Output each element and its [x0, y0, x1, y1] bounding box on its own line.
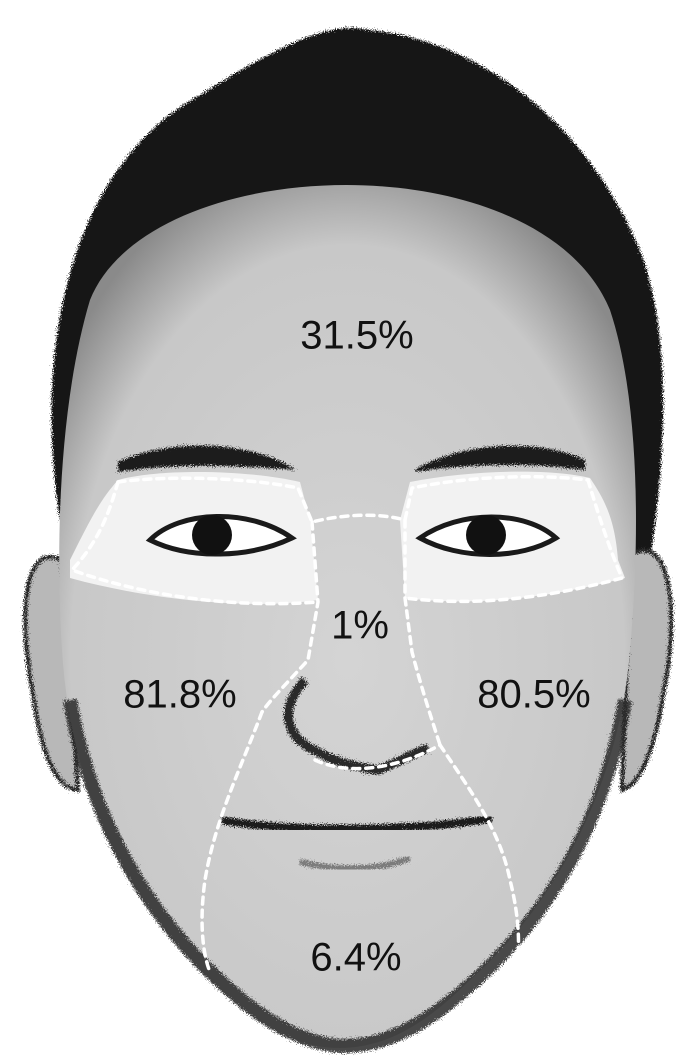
right-cheek-label: 80.5%: [477, 673, 590, 717]
forehead-label: 31.5%: [300, 314, 413, 358]
right-iris: [466, 515, 506, 555]
nose-label: 1%: [331, 604, 389, 648]
left-iris: [192, 515, 232, 555]
chin-label: 6.4%: [310, 936, 401, 980]
left-cheek-label: 81.8%: [123, 673, 236, 717]
